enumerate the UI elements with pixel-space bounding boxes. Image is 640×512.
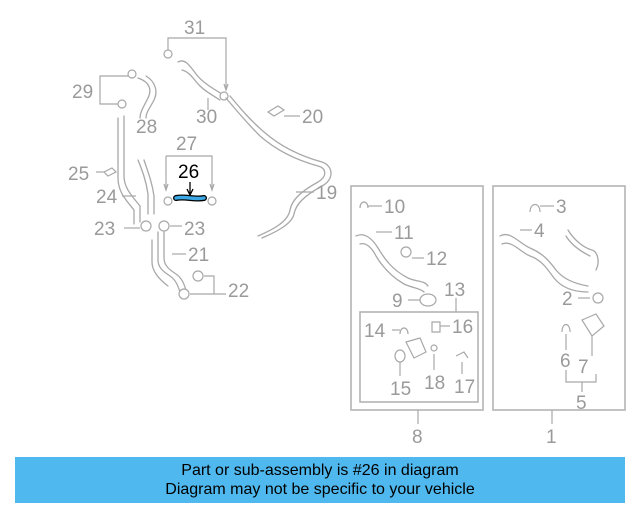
- clip-10: [359, 201, 369, 209]
- pipe-24c: [137, 159, 155, 215]
- clamp-29-bottom: [117, 99, 127, 109]
- callout-8: 8: [412, 427, 423, 448]
- callout-18: 18: [424, 373, 445, 394]
- box-8: [350, 185, 484, 411]
- callout-31: 31: [184, 18, 205, 39]
- clamp-29-top: [127, 69, 137, 79]
- callout-22: 22: [228, 281, 249, 302]
- arrow-27-right: [209, 183, 215, 192]
- clamp-22-bottom: [178, 288, 190, 300]
- callout-13: 13: [444, 280, 465, 301]
- pipe-21: [151, 231, 187, 293]
- leader-31: [167, 37, 227, 90]
- clip-17: [455, 351, 469, 359]
- callout-19: 19: [316, 183, 337, 204]
- callout-25: 25: [68, 164, 89, 185]
- clip-25: [102, 167, 118, 177]
- fitting-16: [431, 321, 441, 333]
- part-20: [266, 105, 286, 117]
- clamp-23-right: [158, 220, 170, 232]
- hose-4b: [565, 229, 599, 271]
- clamp-22-top: [192, 270, 204, 282]
- leader-5: [565, 370, 597, 392]
- callout-5: 5: [576, 393, 587, 414]
- clamp-27-left: [163, 196, 173, 206]
- hose-4: [499, 233, 589, 293]
- fitting-7: [581, 313, 605, 337]
- box-13: [359, 311, 479, 403]
- clamp-27-right: [207, 196, 217, 206]
- banner-line-1: Part or sub-assembly is #26 in diagram: [181, 462, 459, 479]
- callout-3: 3: [556, 197, 567, 218]
- ring-9: [419, 293, 437, 307]
- leader-27: [165, 155, 213, 190]
- callout-1: 1: [546, 427, 557, 448]
- callout-9: 9: [392, 291, 403, 312]
- box-1: [492, 185, 626, 411]
- hose-30: [177, 60, 223, 101]
- callout-11: 11: [394, 223, 414, 244]
- arrow-27-left: [163, 183, 169, 192]
- callout-29: 29: [72, 82, 93, 103]
- clamp-12: [400, 246, 412, 258]
- ring-15: [394, 349, 406, 363]
- pipe-24b: [117, 117, 135, 225]
- callout-20: 20: [302, 107, 323, 128]
- arrow-31: [223, 83, 229, 92]
- clamp-23-left: [140, 220, 152, 232]
- callout-6: 6: [560, 351, 571, 372]
- clip-3: [529, 203, 541, 213]
- fitting-15: [405, 337, 427, 359]
- clip-6: [561, 323, 571, 333]
- callout-30: 30: [196, 107, 217, 128]
- leader-29: [99, 75, 128, 105]
- callout-15: 15: [390, 379, 411, 400]
- callout-16: 16: [452, 317, 473, 338]
- callout-26: 26: [178, 162, 199, 183]
- ring-18: [430, 344, 438, 352]
- callout-4: 4: [534, 221, 545, 242]
- leader-26: [186, 182, 194, 197]
- callout-27: 27: [176, 134, 197, 155]
- callout-12: 12: [426, 249, 447, 270]
- callout-24: 24: [96, 187, 118, 208]
- pipe-19: [225, 95, 332, 239]
- clamp-2: [592, 292, 604, 304]
- callout-21: 21: [188, 245, 209, 266]
- callout-23-right: 23: [184, 219, 205, 240]
- callout-17: 17: [454, 377, 475, 398]
- banner-line-2: Diagram may not be specific to your vehi…: [165, 481, 475, 498]
- callout-7: 7: [578, 357, 589, 378]
- leader-22: [190, 275, 226, 295]
- callout-2: 2: [562, 289, 573, 310]
- info-banner: Part or sub-assembly is #26 in diagram D…: [15, 457, 625, 503]
- clip-14: [399, 327, 409, 335]
- callout-28: 28: [136, 117, 157, 138]
- hose-26-fill: [174, 195, 206, 201]
- hose-28: [137, 75, 157, 119]
- callout-10: 10: [384, 197, 405, 218]
- hose-11: [355, 234, 429, 293]
- callout-14: 14: [364, 321, 386, 342]
- callout-23-left: 23: [94, 219, 115, 240]
- pipe-24a: [123, 115, 141, 223]
- clamp-31-left: [163, 49, 173, 59]
